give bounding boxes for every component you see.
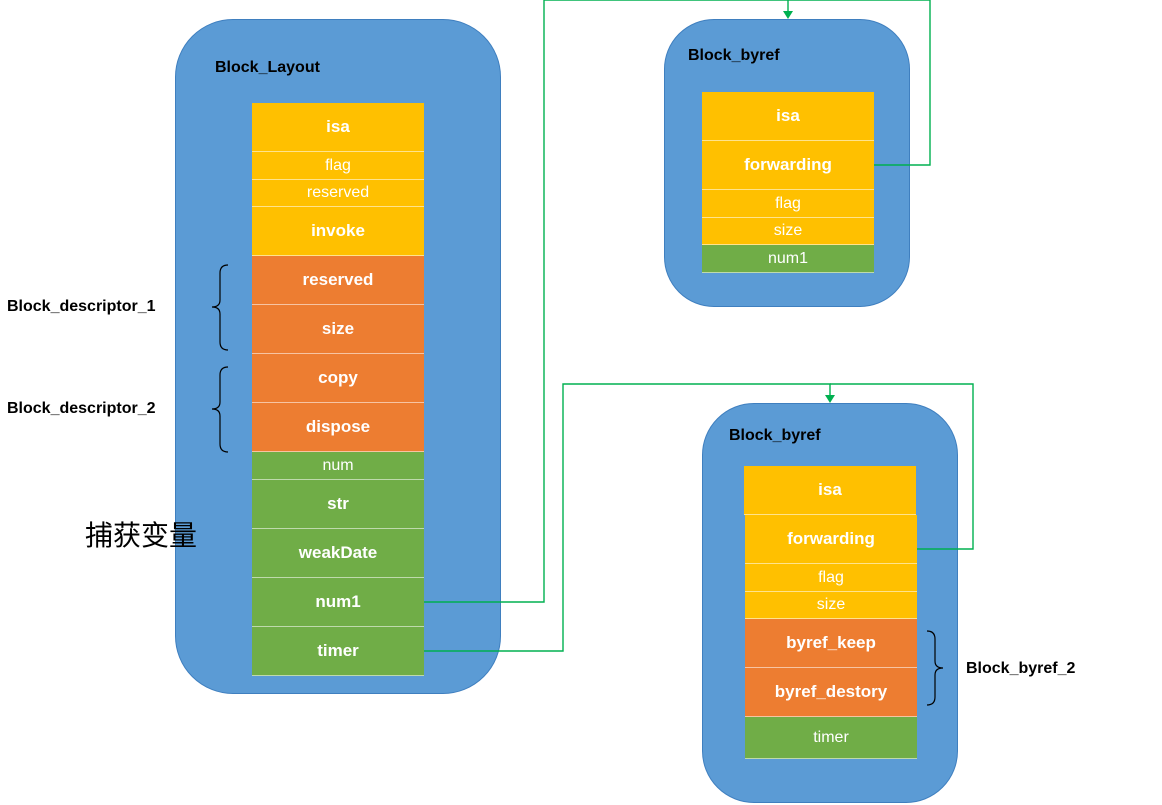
field-num: num: [252, 452, 424, 480]
byref-1-isa: isa: [702, 92, 874, 141]
field-size: size: [252, 305, 424, 354]
byref-1-title: Block_byref: [688, 47, 780, 64]
field-invoke: invoke: [252, 207, 424, 256]
descriptor-1-label: Block_descriptor_1: [7, 298, 156, 315]
byref-1-forwarding-loop: [788, 0, 931, 166]
field-str: str: [252, 480, 424, 529]
field-dispose: dispose: [252, 403, 424, 452]
byref-2-timer: timer: [745, 717, 917, 759]
byref-2-arrow-head: [825, 395, 835, 403]
field-descriptor-reserved: reserved: [252, 256, 424, 305]
byref-2-isa: isa: [744, 466, 916, 515]
descriptor-1-brace: [211, 264, 229, 351]
block-layout-title: Block_Layout: [215, 59, 320, 76]
byref-2-forwarding: forwarding: [745, 515, 917, 564]
byref-2-flag: flag: [745, 564, 917, 592]
descriptor-2-label: Block_descriptor_2: [7, 400, 156, 417]
byref-2-side-label: Block_byref_2: [966, 660, 1076, 677]
field-num1: num1: [252, 578, 424, 627]
field-flag: flag: [252, 152, 424, 180]
byref-2-brace: [926, 630, 944, 706]
byref-2-byref-destory: byref_destory: [745, 668, 917, 717]
byref-1-arrow-head: [783, 11, 793, 19]
byref-1-forwarding: forwarding: [702, 141, 874, 190]
byref-1-flag: flag: [702, 190, 874, 218]
field-isa: isa: [252, 103, 424, 152]
descriptor-2-brace: [211, 366, 229, 453]
byref-2-byref-keep: byref_keep: [745, 619, 917, 668]
field-timer: timer: [252, 627, 424, 676]
num1-to-byref-1-connector: [424, 0, 789, 603]
byref-2-forwarding-loop: [830, 383, 974, 550]
field-copy: copy: [252, 354, 424, 403]
captured-variables-label: 捕获变量: [85, 519, 198, 552]
field-reserved: reserved: [252, 180, 424, 207]
byref-1-num1: num1: [702, 245, 874, 273]
timer-to-byref-2-connector: [424, 383, 831, 652]
byref-2-title: Block_byref: [729, 427, 821, 444]
byref-2-size: size: [745, 592, 917, 619]
field-weakdate: weakDate: [252, 529, 424, 578]
byref-1-size: size: [702, 218, 874, 245]
